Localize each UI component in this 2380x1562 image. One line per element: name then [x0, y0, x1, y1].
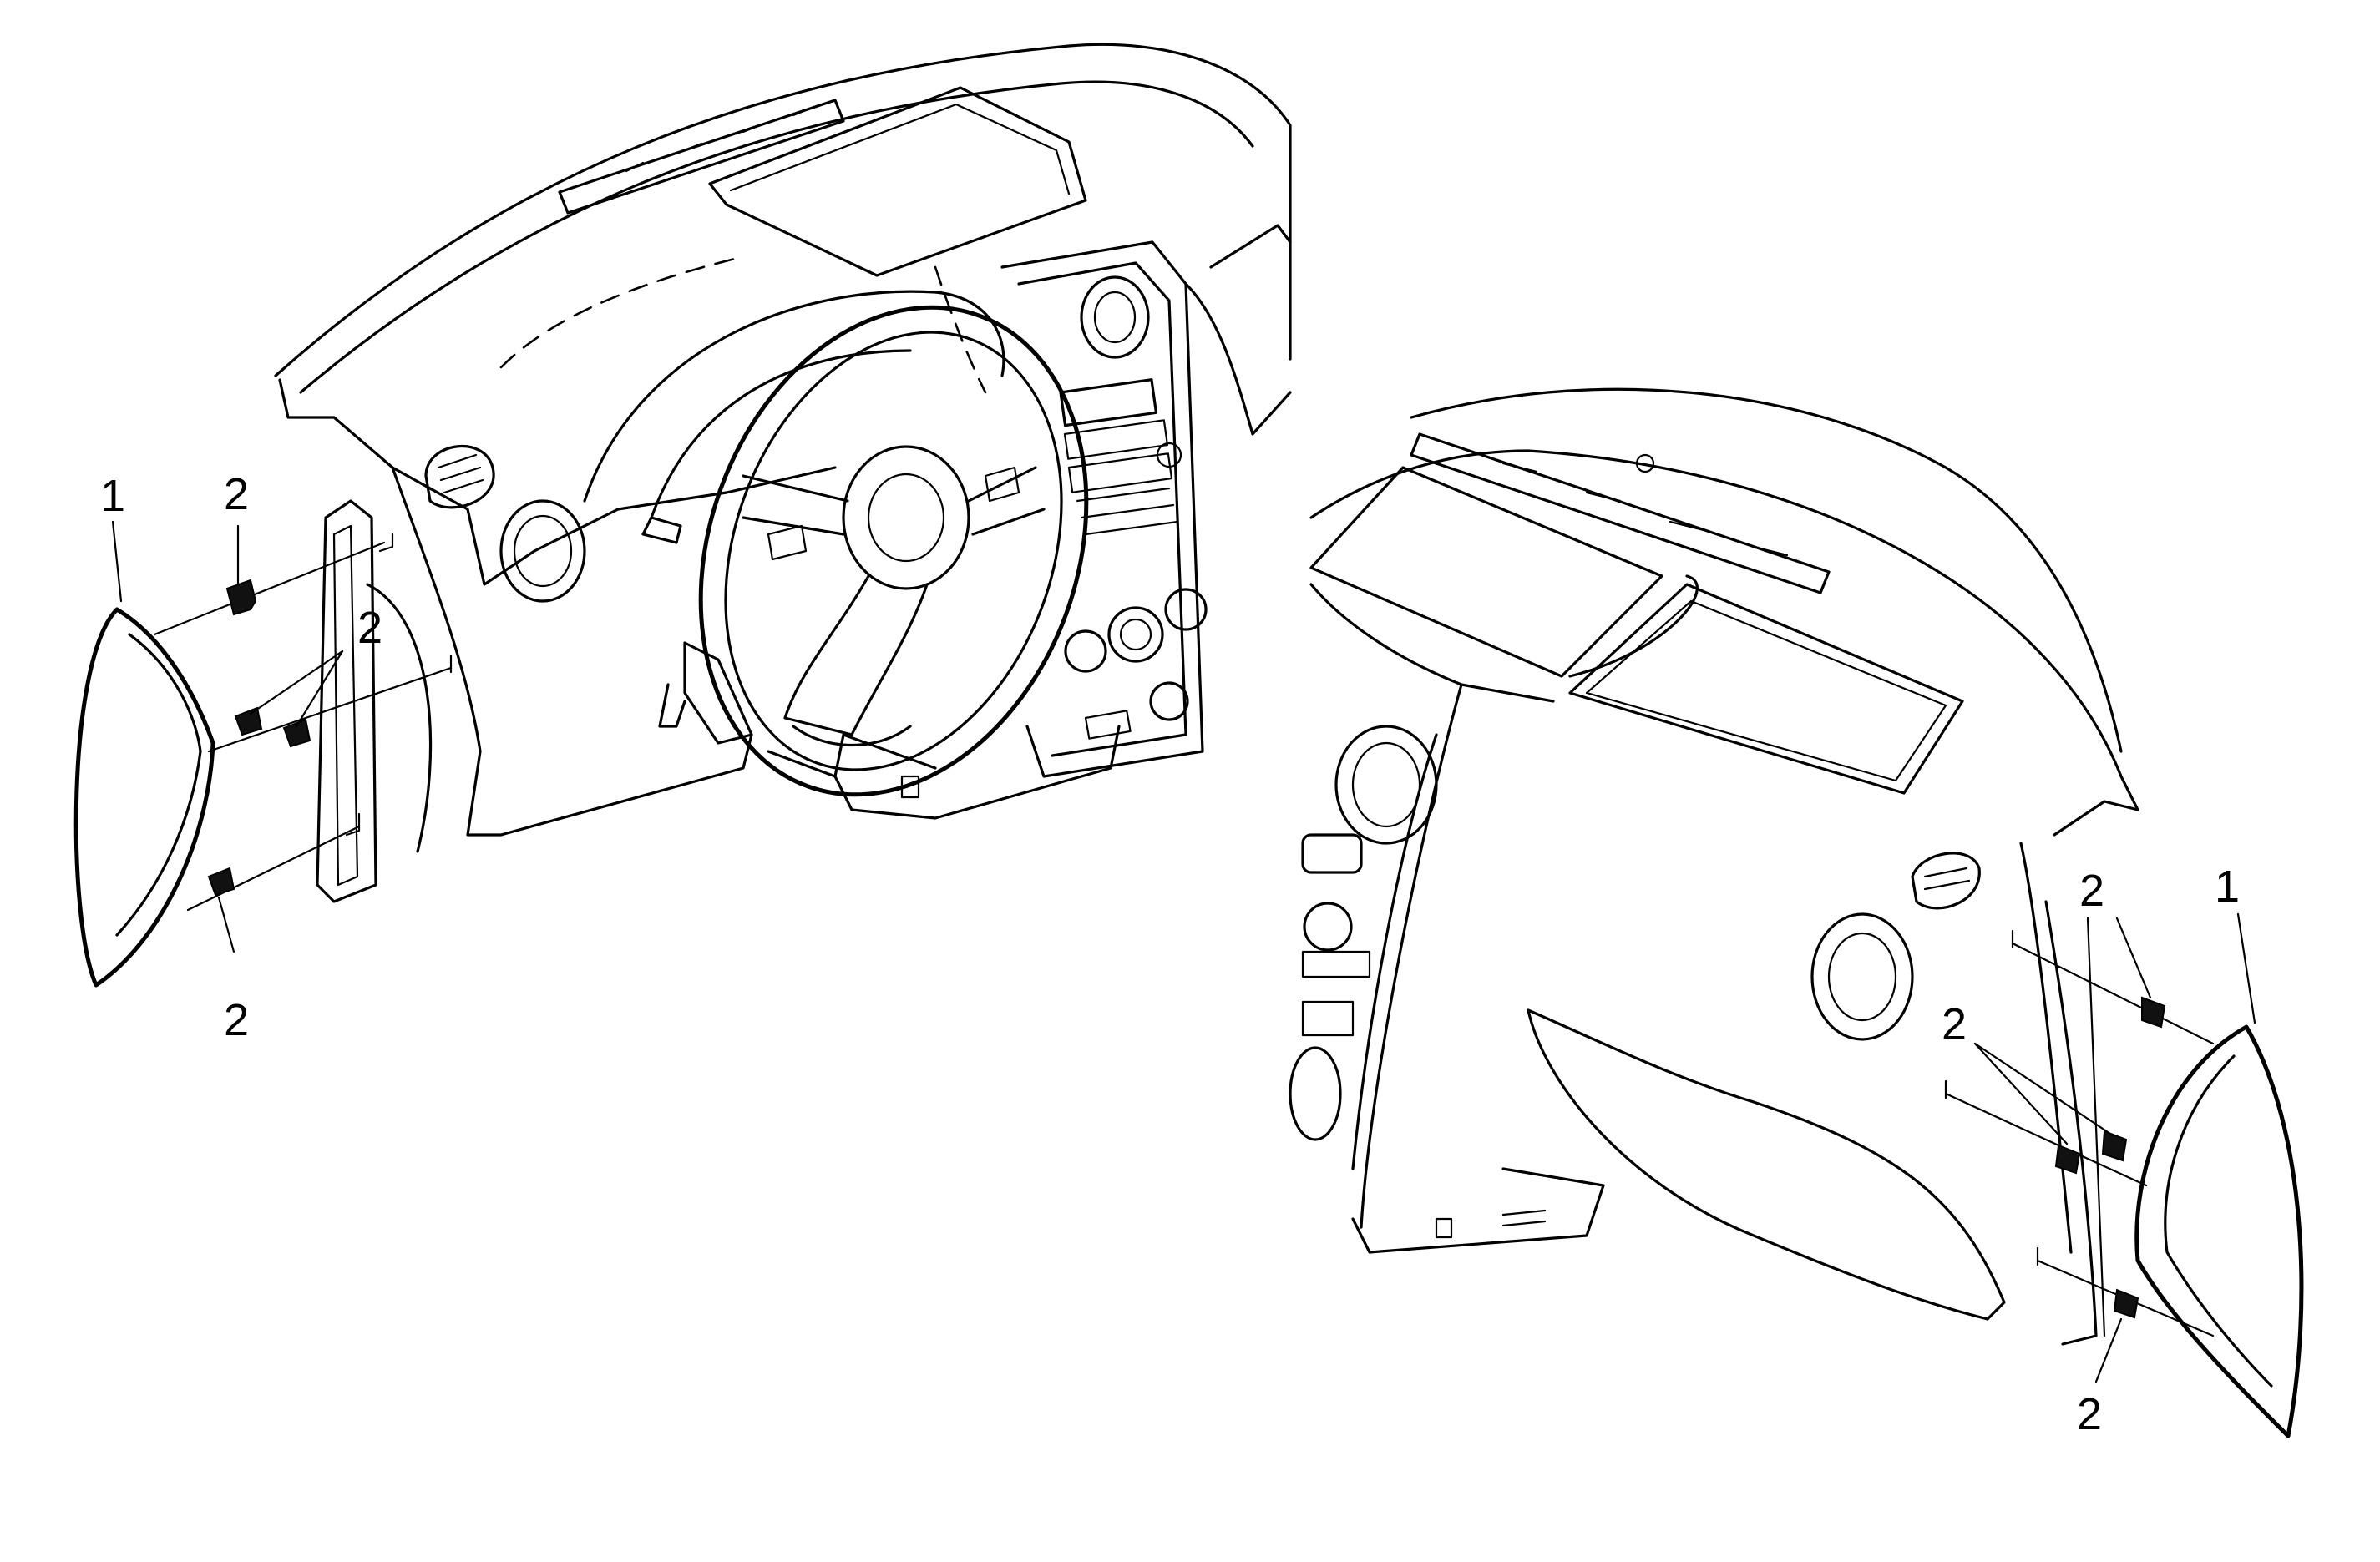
steering-wheel-icon [698, 305, 1089, 797]
callout-label-2-right-bottom: 2 [2077, 1389, 2102, 1439]
right-side-vent-icon [1911, 852, 1981, 910]
left-center-stack [1000, 240, 1208, 778]
left-lower-console [767, 725, 1121, 820]
left-dash-front-face [278, 378, 837, 586]
right-knee-bolster-module [2134, 1024, 2304, 1438]
left-center-display-opening [708, 86, 1087, 277]
right-end-cap-panel [2044, 900, 2098, 1346]
callout-label-1-left: 1 [100, 471, 125, 521]
left-dash-top-inner-edge [299, 80, 1254, 394]
right-center-display-opening [1309, 466, 1663, 678]
right-glovebox-door [1527, 1008, 2006, 1321]
right-passenger-vent-icon [1810, 912, 1914, 1041]
right-view-dashboard [1289, 387, 2304, 1438]
left-knee-bolster-module [73, 607, 215, 988]
callout-label-2-right-top: 2 [2079, 866, 2104, 916]
left-dash-top-edge [274, 43, 1292, 377]
callout-label-2-left-bottom: 2 [224, 995, 249, 1045]
steering-column [683, 641, 753, 745]
callout-label-2-left-middle: 2 [357, 603, 382, 653]
right-center-stack-partial [1289, 833, 1371, 1141]
right-retainer-clips [1944, 929, 2215, 1337]
left-defrost-vent [558, 99, 845, 215]
left-retainer-clips [153, 533, 453, 912]
callout-label-2-right-middle: 2 [1942, 999, 1967, 1049]
callout-leaders [111, 520, 2256, 1383]
left-view-dashboard [73, 43, 1292, 988]
left-round-vent-icon [499, 499, 586, 603]
left-end-cap-panel [316, 499, 377, 903]
left-outboard-vent-icon [424, 445, 495, 509]
right-dash-top-edge [1309, 449, 2139, 811]
right-upper-storage-opening [1568, 583, 1964, 795]
right-defrost-vent [1410, 432, 1831, 594]
callout-labels: 1 2 2 2 1 2 2 2 [100, 469, 2240, 1439]
right-round-vent-icon [1334, 725, 1438, 845]
callout-label-1-right: 1 [2215, 862, 2240, 912]
left-cluster-hood [583, 290, 1005, 503]
callout-label-2-left-top: 2 [224, 469, 249, 519]
